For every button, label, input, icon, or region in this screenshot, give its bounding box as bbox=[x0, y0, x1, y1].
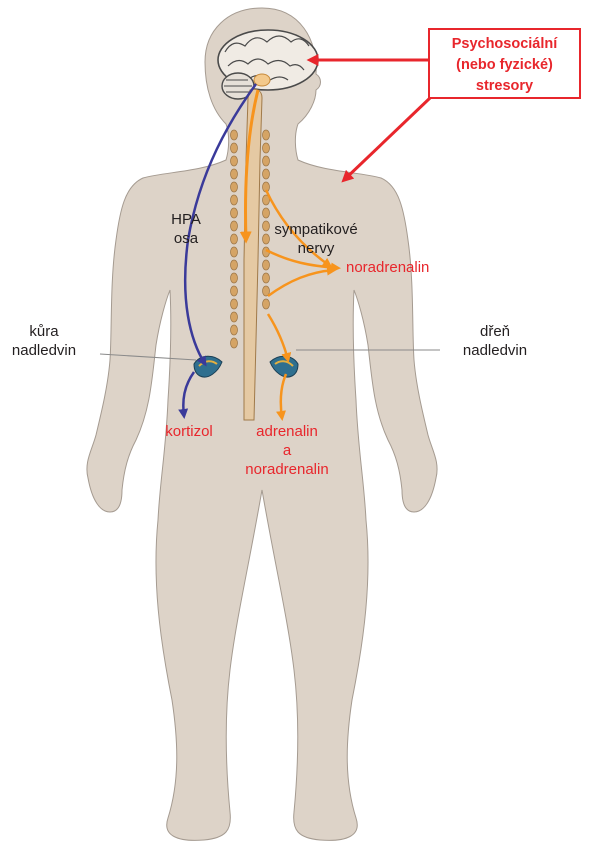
hpa-axis-label: HPA osa bbox=[162, 210, 210, 248]
sympathetic-chain-left bbox=[231, 130, 238, 348]
noradrenaline-label-text: noradrenalin bbox=[346, 258, 429, 277]
cortisol-label-text: kortizol bbox=[154, 422, 224, 441]
adrenaline-label-line-3: noradrenalin bbox=[232, 460, 342, 479]
hypothalamus bbox=[254, 74, 270, 86]
stressor-line-2: (nebo fyzické) bbox=[430, 55, 579, 76]
stressor-box: Psychosociální (nebo fyzické) stresory bbox=[428, 28, 581, 99]
adrenaline-label-line-1: adrenalin bbox=[232, 422, 342, 441]
hpa-axis-label-line-2: osa bbox=[162, 229, 210, 248]
sympathetic-nerves-label-line-2: nervy bbox=[268, 239, 364, 258]
sympathetic-nerves-label-line-1: sympatikové bbox=[268, 220, 364, 239]
adrenal-medulla-label: dřeň nadledvin bbox=[440, 322, 550, 360]
adrenal-cortex-label-line-1: kůra bbox=[4, 322, 84, 341]
sympathetic-nerves-label: sympatikové nervy bbox=[268, 220, 364, 258]
adrenal-medulla-label-line-2: nadledvin bbox=[440, 341, 550, 360]
adrenal-cortex-label-line-2: nadledvin bbox=[4, 341, 84, 360]
stressor-arrow-body bbox=[344, 98, 430, 180]
hpa-axis-label-line-1: HPA bbox=[162, 210, 210, 229]
cortisol-label: kortizol bbox=[154, 422, 224, 441]
adrenal-medulla-label-line-1: dřeň bbox=[440, 322, 550, 341]
stressor-line-3: stresory bbox=[430, 76, 579, 97]
adrenal-cortex-label: kůra nadledvin bbox=[4, 322, 84, 360]
adrenaline-label-line-2: a bbox=[232, 441, 342, 460]
stressor-line-1: Psychosociální bbox=[430, 34, 579, 55]
noradrenaline-label: noradrenalin bbox=[346, 258, 429, 277]
adrenaline-label: adrenalin a noradrenalin bbox=[232, 422, 342, 479]
